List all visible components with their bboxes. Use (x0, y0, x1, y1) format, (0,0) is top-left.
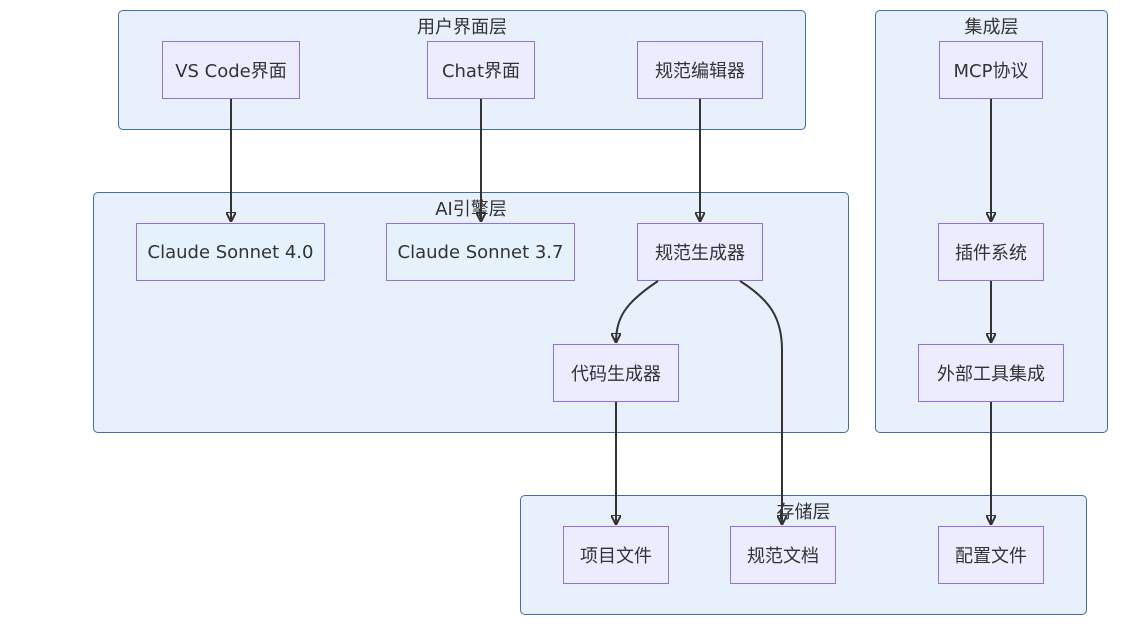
node-mcp-protocol: MCP协议 (939, 41, 1043, 99)
node-spec-generator: 规范生成器 (637, 223, 763, 281)
node-config-files: 配置文件 (938, 526, 1044, 584)
node-spec-docs: 规范文档 (730, 526, 836, 584)
node-claude-sonnet-4: Claude Sonnet 4.0 (136, 223, 325, 281)
group-title-integration: 集成层 (964, 17, 1019, 38)
node-chat-ui: Chat界面 (427, 41, 535, 99)
node-project-files: 项目文件 (563, 526, 669, 584)
node-code-generator: 代码生成器 (553, 344, 679, 402)
node-plugin-system: 插件系统 (938, 223, 1044, 281)
node-spec-editor: 规范编辑器 (637, 41, 763, 99)
group-title-storage: 存储层 (776, 502, 831, 523)
node-claude-sonnet-37: Claude Sonnet 3.7 (386, 223, 575, 281)
group-title-ui: 用户界面层 (417, 17, 507, 38)
node-vscode-ui: VS Code界面 (162, 41, 300, 99)
node-external-tools: 外部工具集成 (918, 344, 1064, 402)
group-title-ai: AI引擎层 (435, 199, 507, 220)
